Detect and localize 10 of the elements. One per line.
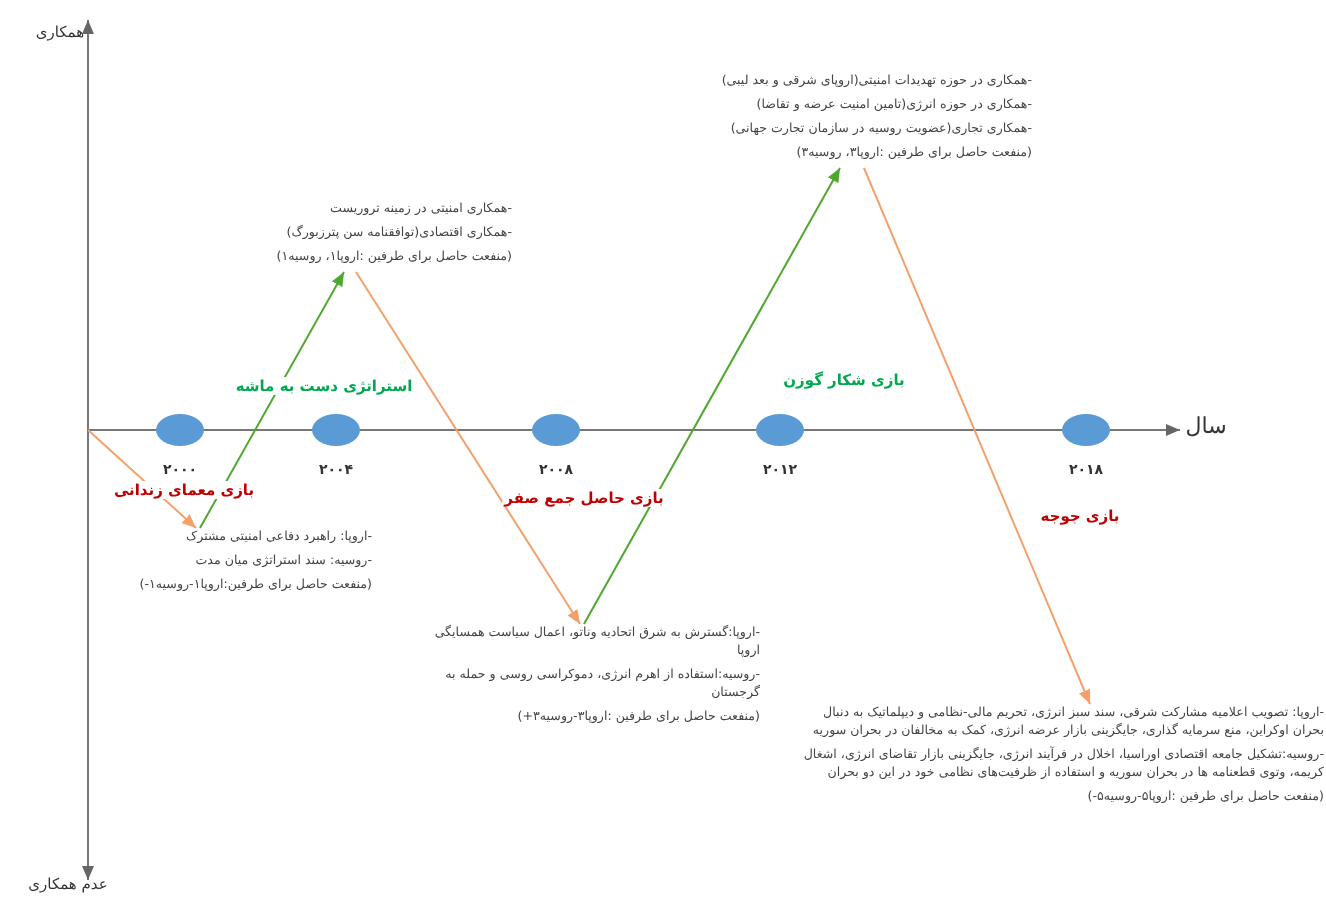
arrow	[355, 271, 581, 625]
year-marker	[312, 414, 360, 446]
year-marker	[1062, 414, 1110, 446]
arrow	[199, 271, 345, 529]
year-marker	[756, 414, 804, 446]
year-marker	[156, 414, 204, 446]
arrow	[583, 167, 841, 625]
arrow	[863, 167, 1091, 705]
axis-label: سال	[1185, 413, 1227, 439]
year-marker	[532, 414, 580, 446]
